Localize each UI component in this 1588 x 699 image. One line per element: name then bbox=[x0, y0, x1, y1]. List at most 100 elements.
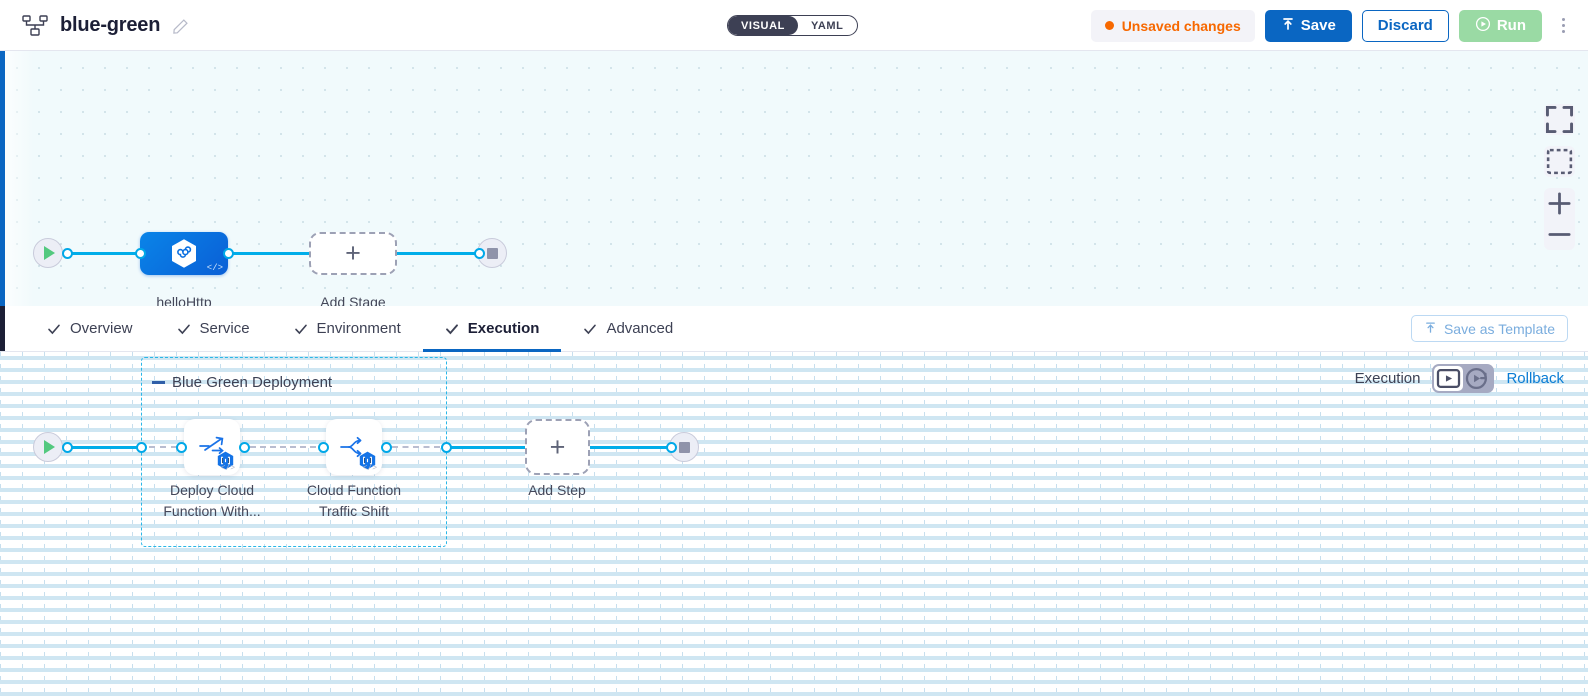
mode-toggle-yaml[interactable]: YAML bbox=[810, 19, 844, 32]
zoom-controls bbox=[1544, 188, 1575, 250]
step1-caption: Deploy Cloud Function With... bbox=[127, 480, 297, 522]
execution-canvas[interactable]: Execution Rollback bbox=[0, 352, 1588, 699]
step2-output-port[interactable] bbox=[381, 442, 392, 453]
stage-view-icon[interactable] bbox=[1434, 366, 1464, 391]
tab-environment-label: Environment bbox=[316, 320, 401, 337]
execution-graph: Blue Green Deployment bbox=[0, 352, 1588, 699]
stage-node-caption: helloHttp bbox=[156, 294, 212, 306]
tab-overview[interactable]: Overview bbox=[25, 306, 155, 351]
mode-toggle-visual[interactable]: VISUAL bbox=[728, 16, 798, 35]
save-button-label: Save bbox=[1300, 17, 1336, 34]
pipeline-nodes-icon bbox=[22, 14, 48, 36]
pipeline-start-node[interactable] bbox=[33, 238, 63, 268]
status-badge-unsaved: Unsaved changes bbox=[1090, 9, 1255, 42]
edge-addstage-to-end bbox=[397, 252, 480, 255]
add-stage-button[interactable]: + bbox=[309, 232, 397, 275]
check-icon bbox=[177, 322, 191, 336]
edge-step2-to-group-out bbox=[392, 446, 440, 448]
selection-box-icon[interactable] bbox=[1544, 146, 1575, 177]
stage-canvas[interactable]: </> + helloHttp Add Stage bbox=[0, 51, 1588, 306]
tab-execution[interactable]: Execution bbox=[422, 306, 562, 352]
tab-service[interactable]: Service bbox=[155, 306, 272, 351]
step1-caption-line1: Deploy Cloud bbox=[169, 482, 255, 498]
execution-view-controls: Execution Rollback bbox=[1355, 364, 1564, 393]
tab-advanced[interactable]: Advanced bbox=[561, 306, 695, 351]
step1-output-port[interactable] bbox=[239, 442, 250, 453]
edge-group-to-addstep bbox=[447, 446, 527, 449]
pencil-edit-icon[interactable] bbox=[172, 16, 189, 35]
execution-end-node[interactable] bbox=[669, 432, 699, 462]
discard-button[interactable]: Discard bbox=[1361, 9, 1449, 42]
step-node-traffic-shift[interactable]: </> bbox=[326, 419, 382, 475]
fit-to-screen-icon[interactable] bbox=[1544, 104, 1575, 135]
tab-execution-label: Execution bbox=[467, 320, 540, 337]
save-button[interactable]: Save bbox=[1264, 9, 1352, 42]
plus-icon: + bbox=[345, 238, 361, 268]
save-as-template-button[interactable]: Save as Template bbox=[1410, 315, 1568, 342]
tab-service-label: Service bbox=[199, 320, 250, 337]
step1-caption-line2: Function With... bbox=[163, 503, 261, 519]
top-bar-left: blue-green bbox=[0, 14, 189, 37]
start-output-port[interactable] bbox=[62, 248, 73, 259]
tab-environment[interactable]: Environment bbox=[272, 306, 423, 351]
edge-group-to-step1 bbox=[149, 446, 177, 448]
step-group-title-label: Blue Green Deployment bbox=[172, 374, 333, 391]
stop-end-icon bbox=[486, 247, 498, 259]
mode-toggle[interactable]: VISUAL YAML bbox=[727, 15, 858, 36]
step-group-title: Blue Green Deployment bbox=[152, 374, 332, 391]
edge-stage-to-addstage bbox=[228, 252, 310, 255]
play-circle-icon bbox=[1475, 16, 1491, 36]
top-bar: blue-green VISUAL YAML Unsaved changes S… bbox=[0, 0, 1588, 51]
check-icon bbox=[47, 322, 61, 336]
stage-input-port[interactable] bbox=[135, 248, 146, 259]
execution-rollback-toggle[interactable] bbox=[1432, 364, 1495, 393]
group-output-port[interactable] bbox=[441, 442, 452, 453]
step2-caption-line2: Traffic Shift bbox=[318, 503, 390, 519]
zoom-in-icon[interactable] bbox=[1544, 188, 1575, 219]
save-as-template-label: Save as Template bbox=[1443, 320, 1555, 337]
zoom-out-icon[interactable] bbox=[1544, 219, 1575, 250]
execution-start-port[interactable] bbox=[62, 442, 73, 453]
run-button-label: Run bbox=[1496, 17, 1526, 34]
page-title: blue-green bbox=[60, 13, 161, 36]
check-icon bbox=[583, 322, 597, 336]
play-start-icon bbox=[44, 246, 55, 260]
canvas-grid bbox=[0, 352, 1588, 699]
top-bar-actions: Unsaved changes Save Discard Run bbox=[1090, 0, 1574, 51]
tab-advanced-label: Advanced bbox=[606, 320, 674, 337]
stop-end-icon bbox=[678, 441, 690, 453]
kebab-menu-icon[interactable] bbox=[1552, 10, 1574, 42]
stage-code-tag: </> bbox=[206, 263, 223, 273]
deploy-cloud-function-icon bbox=[195, 432, 229, 462]
end-input-port[interactable] bbox=[474, 248, 485, 259]
stage-output-port[interactable] bbox=[223, 248, 234, 259]
step2-code-tag: </> bbox=[362, 464, 377, 473]
step2-input-port[interactable] bbox=[318, 442, 329, 453]
step-node-deploy-cloud-function[interactable]: </> bbox=[184, 419, 240, 475]
step1-input-port[interactable] bbox=[176, 442, 187, 453]
edge-start-to-stage bbox=[67, 252, 141, 255]
config-tab-bar: Overview Service Environment Execution A… bbox=[0, 306, 1588, 352]
run-button[interactable]: Run bbox=[1458, 9, 1542, 42]
traffic-shift-icon bbox=[337, 432, 371, 462]
execution-start-node[interactable] bbox=[33, 432, 63, 462]
step2-caption-line1: Cloud Function bbox=[306, 482, 402, 498]
group-collapse-icon[interactable] bbox=[152, 381, 165, 384]
step2-caption: Cloud Function Traffic Shift bbox=[269, 480, 439, 522]
edge-step1-to-step2 bbox=[250, 446, 316, 448]
add-step-button[interactable]: + bbox=[525, 419, 590, 475]
canvas-controls bbox=[1544, 104, 1575, 250]
group-input-port[interactable] bbox=[136, 442, 147, 453]
rollback-link[interactable]: Rollback bbox=[1506, 370, 1564, 387]
rollback-view-icon[interactable] bbox=[1463, 366, 1492, 391]
execution-end-port[interactable] bbox=[666, 442, 677, 453]
stage-node-hellohttp[interactable]: </> bbox=[140, 232, 228, 275]
hexagon-link-icon bbox=[170, 238, 198, 269]
check-icon bbox=[294, 322, 308, 336]
play-start-icon bbox=[44, 440, 55, 454]
tab-overview-label: Overview bbox=[70, 320, 133, 337]
upload-template-icon bbox=[1424, 321, 1437, 337]
step1-code-tag: </> bbox=[220, 464, 235, 473]
check-icon bbox=[445, 322, 459, 336]
upload-arrow-icon bbox=[1281, 17, 1295, 35]
